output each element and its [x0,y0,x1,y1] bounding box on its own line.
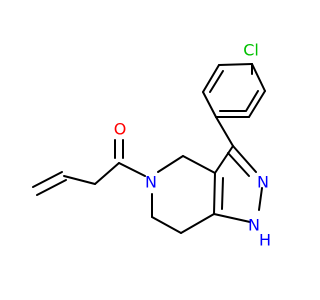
bond-c3a-c7a-1 [213,172,216,215]
atom-label-pyrazole-n2: N [257,173,269,192]
bond-aryl-2 [202,64,220,93]
bond-ch2-ch2 [151,216,182,234]
bond-carbonyl-nitrogen [118,162,146,177]
molecule-structure-diagram: Cl O N N N H [32,41,271,250]
bond-vinyl-double-1 [32,171,63,188]
bond-c3a-c7a-2 [221,177,224,210]
bond-aryl-1 [202,91,217,118]
bond-n1-c7a [213,213,251,223]
bond-aryl-5 [248,90,266,118]
bond-aryl-inner-2 [245,90,259,112]
bond-ch2-carbonyl [94,162,120,185]
atom-label-pyrazole-n1: N [248,216,260,235]
atom-label-oxygen: O [114,120,127,139]
bond-aryl-3 [218,63,253,66]
bond-ch2-c7a [180,213,215,234]
atom-label-pyrazole-nh-h: H [259,231,271,250]
atom-labels: Cl O N N N H [114,41,271,250]
bond-n2-n1 [258,187,263,211]
atom-label-chlorine: Cl [243,41,259,60]
bond-ch2-c3a [182,155,216,174]
bond-nitrogen-ch2-top [157,155,184,173]
bond-c3-n2-1 [232,145,257,173]
bond-c3a-c3 [214,145,234,174]
bond-lines [32,63,266,234]
atom-label-amide-nitrogen: N [145,173,157,192]
bond-vinyl-double-2 [36,179,67,196]
bond-c3-n2-2 [227,152,250,177]
bond-aryl-inner-1 [209,70,224,93]
bond-vinyl-single [63,175,96,185]
bond-c3-aryl [215,116,234,147]
bond-aryl-4 [251,63,266,92]
